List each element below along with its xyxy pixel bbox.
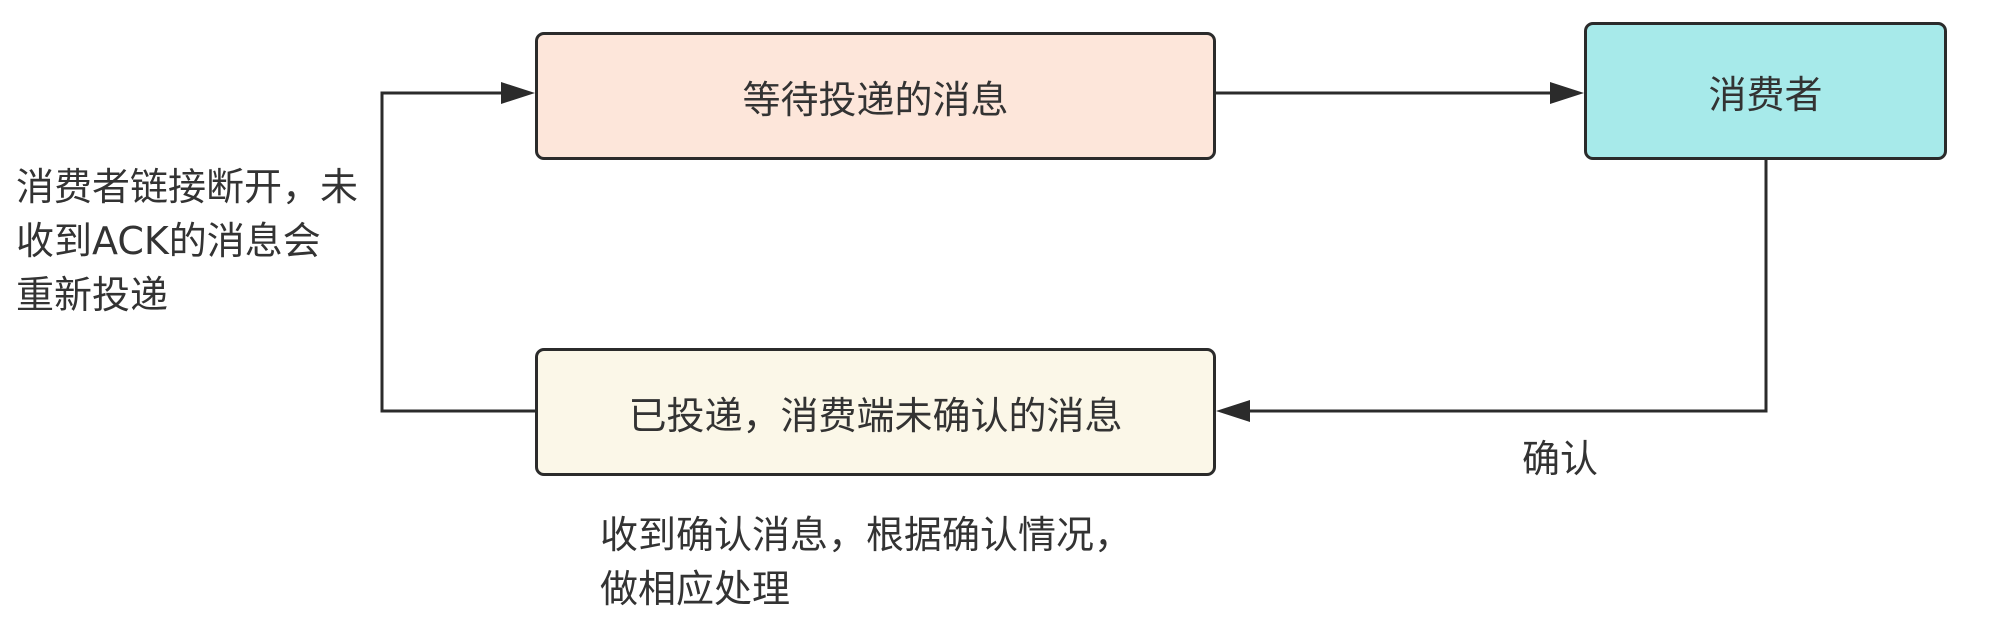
consumer-label: 消费者 <box>1708 72 1823 117</box>
redeliver-note-line-1: 消费者链接断开，未 <box>16 165 359 209</box>
redeliver-note: 消费者链接断开，未 收到ACK的消息会 重新投递 <box>16 160 358 322</box>
redeliver-note-line-3: 重新投递 <box>16 273 169 317</box>
consumer-node: 消费者 <box>1584 22 1947 160</box>
arrow-consumer-to-delivered <box>1216 160 1768 422</box>
waiting-messages-label: 等待投递的消息 <box>742 77 1009 122</box>
ack-label: 确认 <box>1522 437 1599 481</box>
redeliver-note-line-2: 收到ACK的消息会 <box>16 219 321 263</box>
process-note-line-1: 收到确认消息，根据确认情况， <box>600 513 1133 557</box>
unacked-messages-label: 已投递，消费端未确认的消息 <box>628 393 1123 438</box>
arrow-waiting-to-consumer <box>1216 82 1584 104</box>
process-note: 收到确认消息，根据确认情况， 做相应处理 <box>600 508 1132 616</box>
waiting-messages-node: 等待投递的消息 <box>535 32 1216 160</box>
unacked-messages-node: 已投递，消费端未确认的消息 <box>535 348 1216 476</box>
arrow-delivered-to-waiting <box>380 82 535 413</box>
process-note-line-2: 做相应处理 <box>600 567 791 611</box>
